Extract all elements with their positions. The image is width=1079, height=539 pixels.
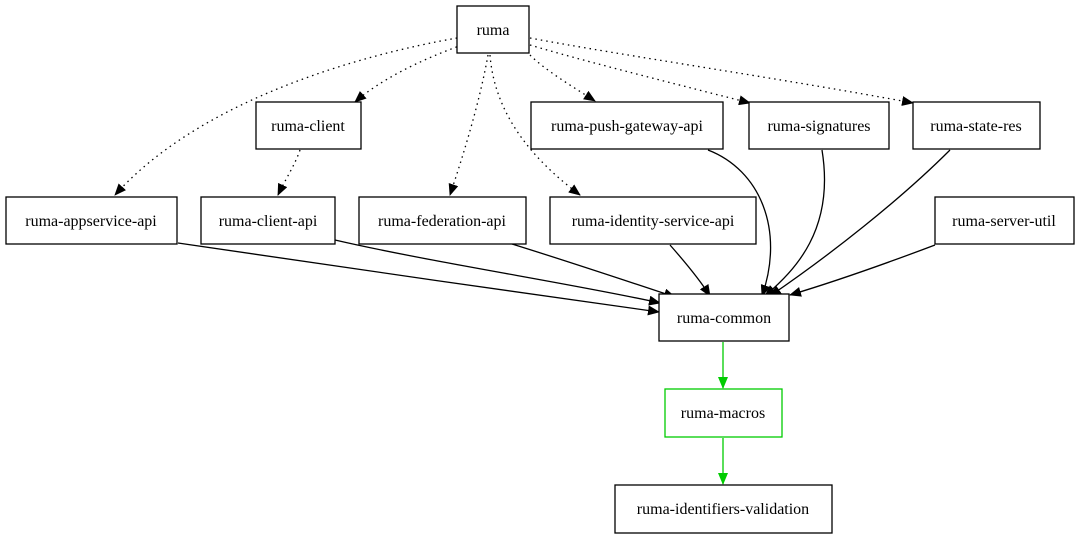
node-ruma-signatures[interactable]: ruma-signatures — [748, 101, 890, 150]
edge-ruma-to-appservice-api — [114, 37, 458, 196]
node-label: ruma-appservice-api — [25, 213, 157, 230]
edges — [114, 37, 951, 485]
edge-identity-service-api-to-common — [669, 244, 711, 297]
edge-ruma-to-push-gateway-api — [529, 54, 596, 102]
node-label: ruma-push-gateway-api — [551, 118, 703, 135]
node-label: ruma-identifiers-validation — [637, 501, 809, 518]
node-label: ruma-server-util — [952, 213, 1056, 230]
node-ruma-push-gateway-api[interactable]: ruma-push-gateway-api — [530, 101, 724, 150]
node-label: ruma-common — [677, 310, 771, 327]
node-ruma[interactable]: ruma — [456, 5, 530, 54]
edge-ruma-to-state-res — [529, 37, 914, 106]
edge-client-to-client-api — [277, 149, 301, 196]
node-ruma-identity-service-api[interactable]: ruma-identity-service-api — [549, 196, 757, 245]
node-ruma-state-res[interactable]: ruma-state-res — [912, 101, 1041, 150]
edge-server-util-to-common — [789, 244, 936, 297]
node-label: ruma — [477, 22, 510, 39]
node-ruma-identifiers-validation[interactable]: ruma-identifiers-validation — [614, 484, 833, 534]
edge-client-api-to-common — [334, 239, 661, 306]
node-label: ruma-state-res — [930, 118, 1022, 135]
node-ruma-appservice-api[interactable]: ruma-appservice-api — [5, 196, 178, 245]
edge-state-res-to-common — [769, 149, 951, 297]
edge-appservice-api-to-common — [177, 242, 660, 316]
edge-ruma-to-client — [354, 44, 463, 103]
node-label: ruma-client — [271, 118, 345, 135]
edge-ruma-to-federation-api — [448, 54, 489, 196]
edge-ruma-to-identity-service-api — [489, 54, 581, 196]
node-ruma-client-api[interactable]: ruma-client-api — [200, 196, 336, 245]
node-ruma-common[interactable]: ruma-common — [658, 293, 790, 342]
nodes: ruma ruma-client ruma-push-gateway-api r… — [5, 5, 1075, 534]
node-label: ruma-signatures — [767, 118, 870, 135]
edge-federation-api-to-common — [511, 243, 676, 299]
edge-signatures-to-common — [764, 149, 826, 297]
node-label: ruma-federation-api — [378, 213, 506, 230]
node-ruma-macros[interactable]: ruma-macros — [664, 388, 783, 438]
node-label: ruma-identity-service-api — [572, 213, 735, 230]
node-ruma-client[interactable]: ruma-client — [255, 101, 362, 150]
edge-push-gateway-api-to-common — [707, 149, 772, 297]
node-ruma-server-util[interactable]: ruma-server-util — [934, 196, 1075, 245]
node-label: ruma-client-api — [219, 213, 318, 230]
node-label: ruma-macros — [681, 405, 765, 422]
edge-ruma-to-signatures — [529, 44, 751, 106]
node-ruma-federation-api[interactable]: ruma-federation-api — [358, 196, 527, 245]
